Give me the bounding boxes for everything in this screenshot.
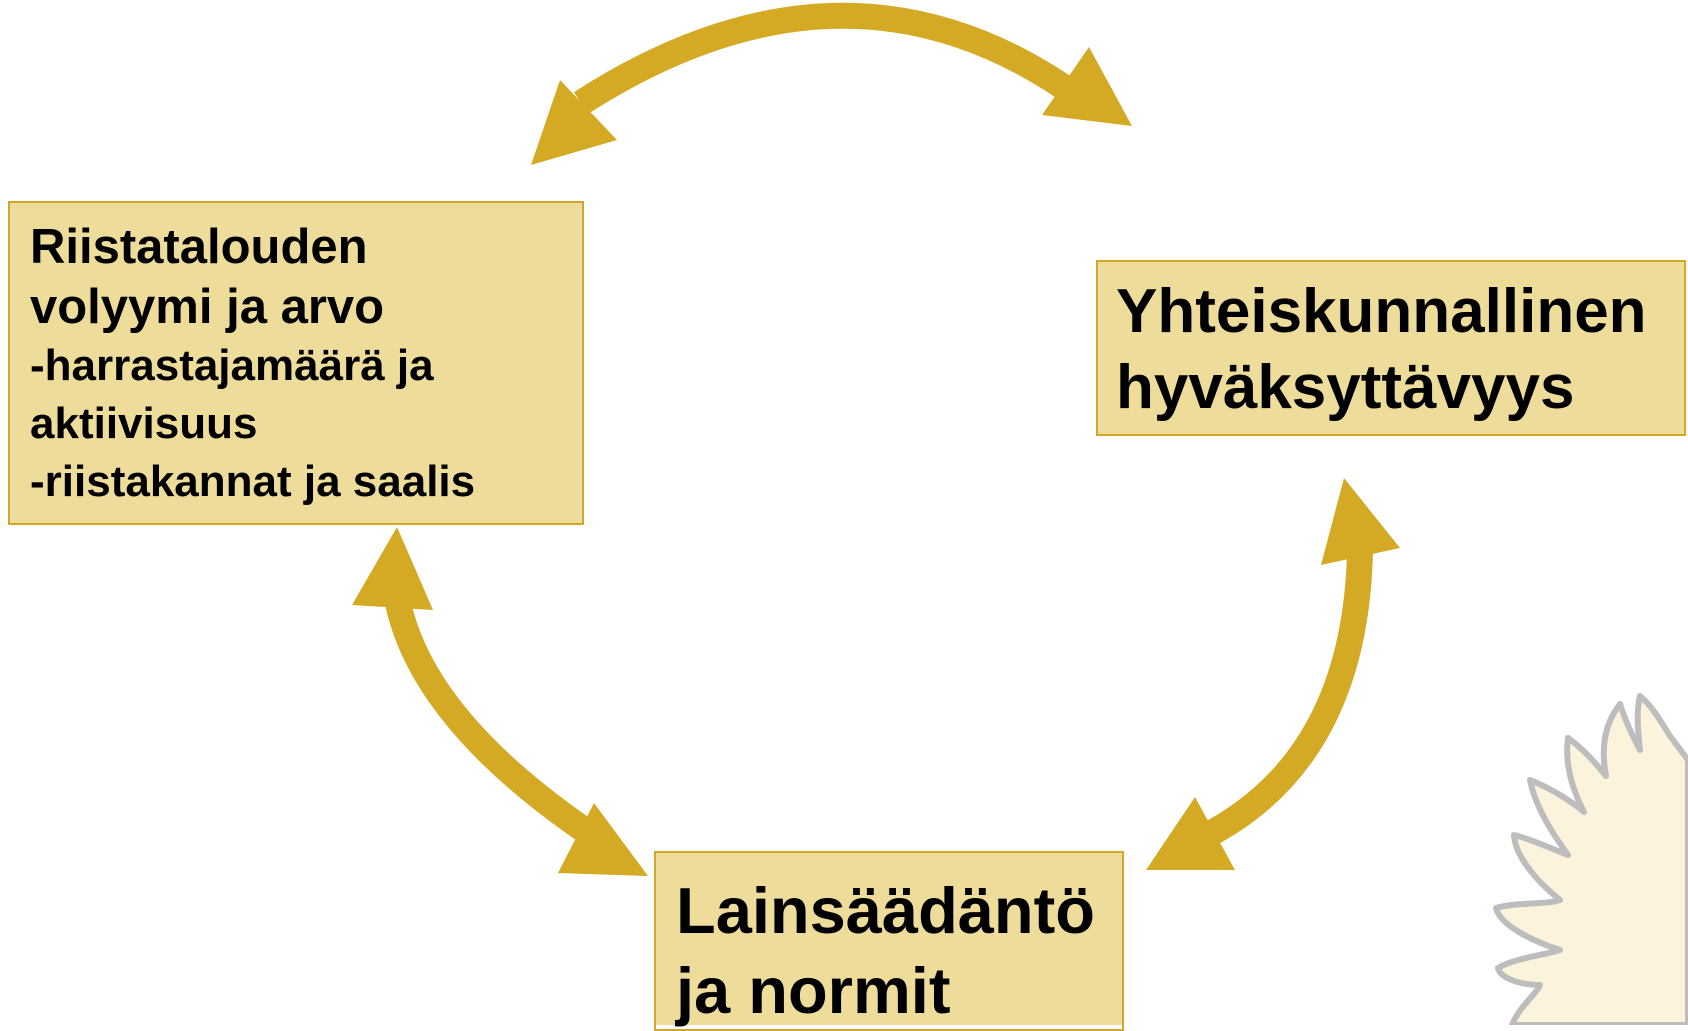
bottom-node-fill bbox=[654, 851, 1124, 1025]
legislation-node: Lainsäädäntö ja normit bbox=[654, 851, 1124, 1031]
arrowhead-left-node-lower bbox=[352, 527, 433, 610]
leaf-watermark-icon bbox=[1493, 693, 1688, 1025]
arrowhead-left-node bbox=[531, 80, 617, 165]
node-detail-line: aktiivisuus bbox=[30, 399, 258, 448]
arrow-left-right-shaft bbox=[573, 2, 1090, 114]
left-node-fill bbox=[8, 201, 584, 525]
arrow-bottom-left-shaft bbox=[384, 595, 604, 849]
node-detail-line: -harrastajamäärä ja bbox=[30, 341, 434, 390]
arrowhead-bottom-node-right bbox=[1146, 797, 1235, 870]
node-title-line: volyymi ja arvo bbox=[30, 280, 385, 334]
arrowhead-right-node bbox=[1042, 47, 1132, 126]
arrowhead-bottom-node-left bbox=[558, 803, 648, 876]
social-acceptability-node: Yhteiskunnallinen hyväksyttävyys bbox=[1096, 260, 1686, 436]
right-node-fill bbox=[1096, 260, 1686, 436]
node-title-line: hyväksyttävyys bbox=[1116, 353, 1575, 422]
arrow-right-bottom-shaft bbox=[1198, 551, 1373, 849]
node-detail-line: -riistakannat ja saalis bbox=[30, 457, 476, 506]
node-title-line: Riistatalouden bbox=[30, 220, 368, 274]
arrowhead-right-node-lower bbox=[1321, 478, 1400, 565]
node-title-line: Yhteiskunnallinen bbox=[1116, 277, 1647, 346]
node-title-line: Lainsäädäntö bbox=[676, 874, 1095, 947]
node-title-line: ja normit bbox=[676, 954, 951, 1027]
game-economy-node: Riistatalouden volyymi ja arvo -harrasta… bbox=[8, 201, 584, 525]
